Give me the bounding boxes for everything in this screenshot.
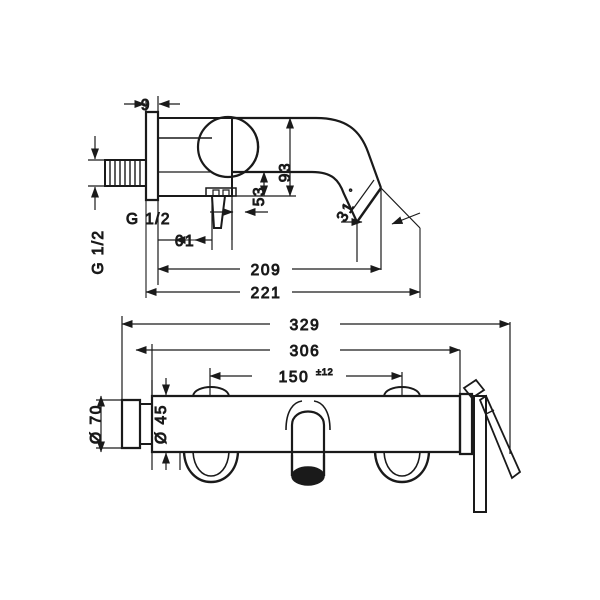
side-view-dimensions	[88, 96, 421, 298]
label-329: 329	[290, 317, 321, 334]
label-61: 61	[175, 233, 195, 250]
handle-knob-circle	[196, 115, 260, 179]
front-flange	[120, 398, 153, 450]
front-right-cap	[458, 392, 474, 456]
dim-221	[145, 200, 421, 298]
label-d45: Ø 45	[153, 404, 170, 444]
front-view-labels: 329 306 150 ±12 Ø 70 Ø 45	[88, 317, 334, 445]
label-d70: Ø 70	[88, 404, 105, 444]
label-209: 209	[251, 262, 282, 279]
label-flange-thickness: 9	[141, 97, 151, 114]
front-left-handle	[182, 386, 240, 484]
mixer-body	[157, 117, 233, 197]
label-31-degree: 31	[334, 199, 359, 225]
front-view-geometry	[120, 378, 522, 513]
front-spout-outlet	[285, 400, 331, 486]
label-150: 150	[279, 369, 310, 386]
label-inlet-horizontal: G 1/2	[126, 211, 171, 228]
front-right-handle	[373, 386, 431, 484]
front-body-tube	[150, 394, 462, 454]
front-lever-handle	[462, 378, 522, 513]
label-306: 306	[290, 343, 321, 360]
label-221: 221	[251, 285, 282, 302]
side-view-labels: 9 G 1/2 G 1/2 53 93 61 209 221 31 °	[90, 97, 360, 303]
label-inlet-vertical: G 1/2	[90, 230, 107, 275]
spout-profile	[232, 116, 383, 223]
label-53: 53	[251, 186, 268, 206]
label-93: 93	[277, 162, 294, 182]
front-view-dimensions	[96, 316, 511, 470]
wall-flange-plate	[144, 110, 160, 202]
label-150-tolerance: ±12	[316, 367, 333, 378]
degree-symbol: °	[347, 187, 359, 196]
dim-31-degree	[341, 212, 421, 226]
inlet-thread-stub	[104, 159, 147, 187]
